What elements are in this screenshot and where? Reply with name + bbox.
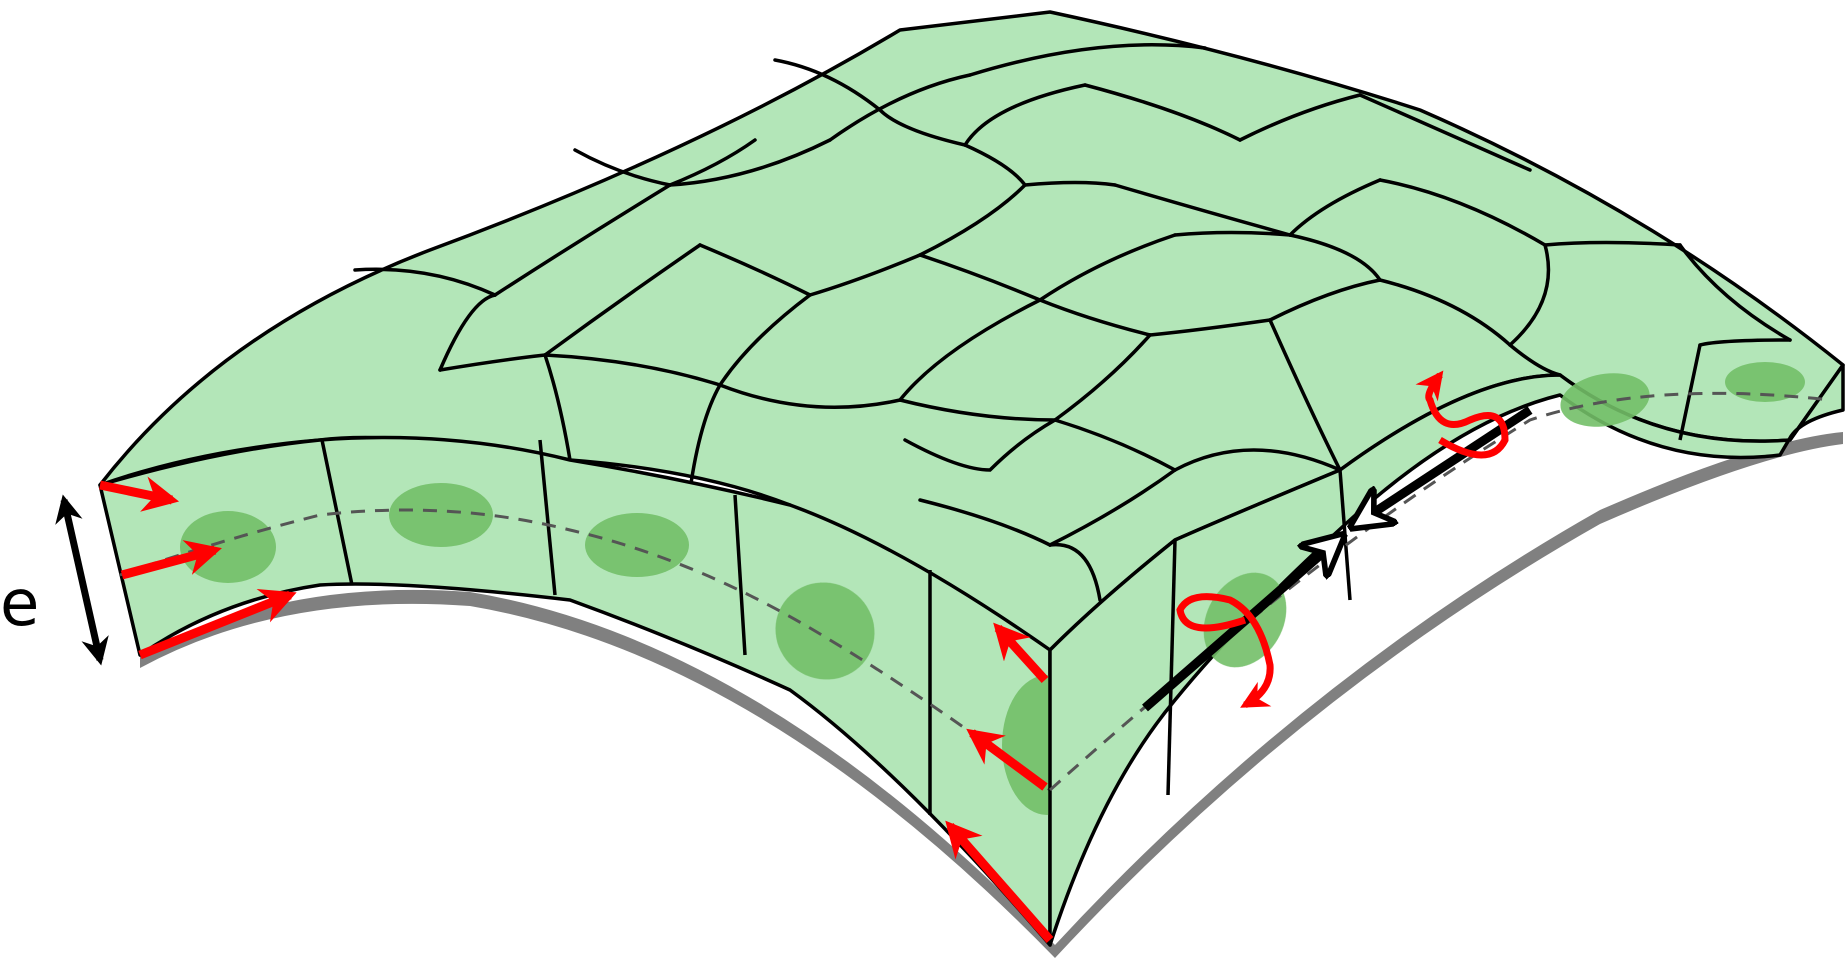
nuclei-left [180, 483, 1092, 815]
tissue-top-surface [98, 10, 1845, 662]
thickness-label: e [0, 567, 39, 641]
rotation-arrow-icon [1176, 370, 1509, 709]
thickness-double-arrow-icon [55, 494, 109, 666]
tangent-arrow-icon [99, 476, 1054, 943]
substrate-shadow [140, 432, 1843, 958]
left-cross-section [98, 435, 1092, 947]
right-midline [1048, 391, 1831, 792]
left-midline [119, 508, 1051, 792]
